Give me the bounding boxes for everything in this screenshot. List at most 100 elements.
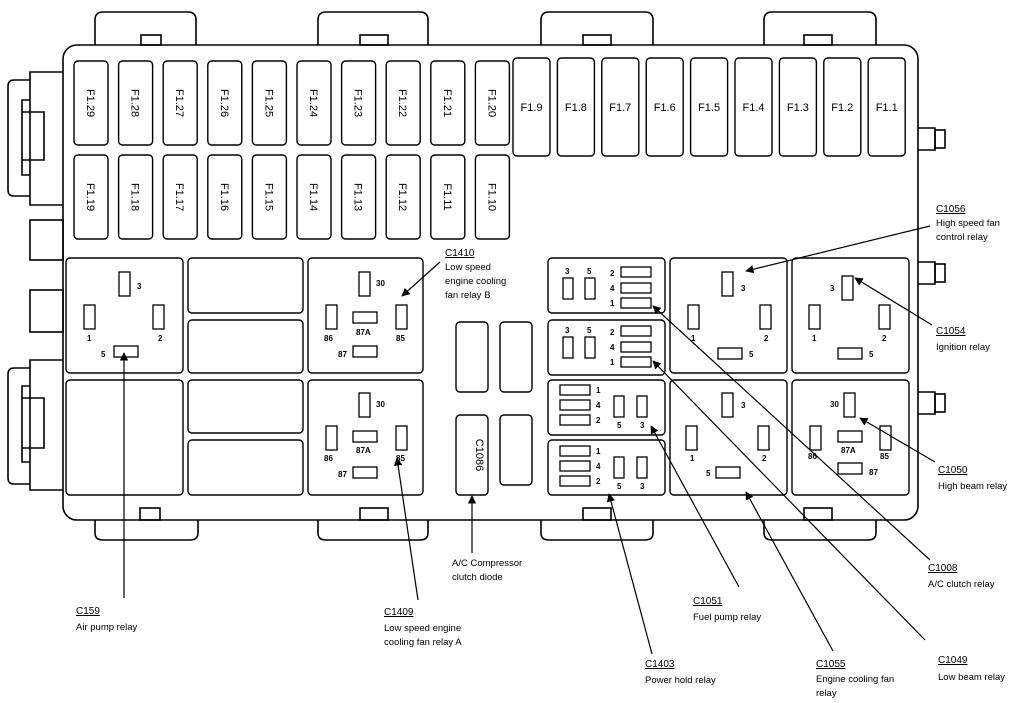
svg-text:85: 85 bbox=[880, 452, 889, 461]
svg-text:clutch diode: clutch diode bbox=[452, 572, 503, 583]
relay-pin-slots bbox=[83, 266, 892, 487]
maxi-fuse: F1.9 bbox=[512, 57, 551, 157]
fuse-label: F1.18 bbox=[129, 183, 141, 211]
callout-leader-lines bbox=[119, 225, 936, 655]
mini-fuse: F1.12 bbox=[385, 154, 421, 240]
maxi-fuse: F1.8 bbox=[556, 57, 596, 157]
mini-fuse: F1.10 bbox=[474, 154, 511, 240]
callout-c1050: C1050 High beam relay bbox=[938, 465, 1007, 492]
maxi-fuse: F1.3 bbox=[778, 57, 818, 157]
svg-text:A/C Compressor: A/C Compressor bbox=[452, 558, 522, 569]
svg-text:87: 87 bbox=[338, 470, 347, 479]
callout-c1049: C1049 Low beam relay bbox=[938, 655, 1005, 683]
svg-text:C1049: C1049 bbox=[938, 655, 968, 666]
mini-fuse: F1.13 bbox=[340, 154, 377, 240]
fuse-label: F1.16 bbox=[218, 183, 230, 211]
svg-text:engine cooling: engine cooling bbox=[445, 276, 506, 287]
fuse-label: F1.11 bbox=[441, 183, 453, 210]
maxi-fuse: F1.6 bbox=[645, 57, 684, 157]
svg-text:fan relay B: fan relay B bbox=[445, 290, 490, 301]
svg-text:2: 2 bbox=[596, 477, 601, 486]
fuse-label: F1.6 bbox=[654, 102, 676, 114]
callout-ac-diode: A/C Compressor clutch diode bbox=[452, 558, 522, 583]
svg-text:Engine cooling fan: Engine cooling fan bbox=[816, 674, 894, 685]
svg-text:1: 1 bbox=[610, 299, 615, 308]
callout-c1051: C1051 Fuel pump relay bbox=[693, 596, 761, 623]
fuse-label: F1.20 bbox=[485, 89, 497, 117]
svg-text:87A: 87A bbox=[356, 328, 371, 337]
fuse-label: F1.23 bbox=[352, 89, 364, 117]
svg-text:4: 4 bbox=[610, 284, 615, 293]
svg-text:Low speed engine: Low speed engine bbox=[384, 623, 461, 634]
callout-c1056: C1056 High speed fan control relay bbox=[936, 204, 1000, 243]
svg-text:30: 30 bbox=[376, 279, 385, 288]
fuse-label: F1.22 bbox=[396, 89, 408, 117]
svg-text:C1008: C1008 bbox=[928, 563, 958, 574]
relay-bays bbox=[65, 257, 910, 496]
ac-compressor-diode: C1086 bbox=[455, 414, 489, 496]
svg-text:C1054: C1054 bbox=[936, 326, 966, 337]
fuse-label: F1.9 bbox=[520, 102, 542, 114]
mini-fuse: F1.26 bbox=[207, 60, 243, 146]
svg-text:4: 4 bbox=[596, 462, 601, 471]
svg-text:87: 87 bbox=[338, 350, 347, 359]
svg-text:1: 1 bbox=[610, 358, 615, 367]
svg-text:3: 3 bbox=[741, 401, 746, 410]
fuse-label: F1.1 bbox=[876, 102, 898, 114]
svg-text:2: 2 bbox=[610, 269, 615, 278]
callout-c1008: C1008 A/C clutch relay bbox=[928, 563, 995, 590]
fuse-label: F1.2 bbox=[831, 102, 853, 114]
svg-text:Low speed: Low speed bbox=[445, 262, 491, 273]
fuse-label: F1.15 bbox=[262, 183, 274, 211]
svg-text:86: 86 bbox=[324, 334, 333, 343]
svg-text:3: 3 bbox=[565, 267, 570, 276]
svg-text:30: 30 bbox=[830, 400, 839, 409]
svg-text:3: 3 bbox=[741, 284, 746, 293]
svg-text:Air pump relay: Air pump relay bbox=[76, 622, 137, 633]
svg-text:C1055: C1055 bbox=[816, 659, 846, 670]
callout-c159: C159 Air pump relay bbox=[76, 606, 137, 633]
svg-text:1: 1 bbox=[596, 447, 601, 456]
svg-text:1: 1 bbox=[812, 334, 817, 343]
fuse-label: F1.8 bbox=[565, 102, 587, 114]
callout-c1055: C1055 Engine cooling fan relay bbox=[816, 659, 894, 699]
svg-text:3: 3 bbox=[565, 326, 570, 335]
svg-text:3: 3 bbox=[640, 482, 645, 491]
svg-text:5: 5 bbox=[587, 267, 592, 276]
maxi-fuse: F1.1 bbox=[867, 57, 906, 157]
mini-fuse: F1.23 bbox=[340, 60, 377, 146]
fuse-label: F1.26 bbox=[218, 89, 230, 117]
svg-text:30: 30 bbox=[376, 400, 385, 409]
svg-text:Fuel pump relay: Fuel pump relay bbox=[693, 612, 761, 623]
callout-c1054: C1054 Ignition relay bbox=[936, 326, 990, 353]
fuse-label: F1.24 bbox=[307, 89, 319, 117]
svg-text:Low beam relay: Low beam relay bbox=[938, 672, 1005, 683]
svg-text:C1051: C1051 bbox=[693, 596, 723, 607]
maxi-fuse: F1.4 bbox=[734, 57, 773, 157]
svg-text:cooling fan relay A: cooling fan relay A bbox=[384, 637, 462, 648]
callout-c1409: C1409 Low speed engine cooling fan relay… bbox=[384, 607, 462, 648]
svg-text:87A: 87A bbox=[841, 446, 856, 455]
mini-fuse: F1.28 bbox=[117, 60, 154, 146]
mini-fuse: F1.18 bbox=[117, 154, 154, 240]
mini-fuse: F1.21 bbox=[430, 60, 466, 146]
fuse-label: F1.25 bbox=[262, 89, 274, 117]
fuse-box-housing bbox=[7, 11, 946, 541]
svg-text:2: 2 bbox=[158, 334, 163, 343]
svg-text:3: 3 bbox=[640, 421, 645, 430]
diode-label: C1086 bbox=[473, 439, 485, 471]
callout-c1403: C1403 Power hold relay bbox=[645, 659, 716, 686]
mini-fuse: F1.14 bbox=[296, 154, 332, 240]
fuse-label: F1.21 bbox=[441, 89, 453, 117]
svg-text:4: 4 bbox=[596, 401, 601, 410]
mini-fuse: F1.19 bbox=[73, 154, 109, 240]
maxi-fuse: F1.7 bbox=[601, 57, 640, 157]
svg-text:5: 5 bbox=[617, 482, 622, 491]
mini-fuse: F1.20 bbox=[474, 60, 511, 146]
svg-text:C1050: C1050 bbox=[938, 465, 968, 476]
svg-text:87: 87 bbox=[869, 468, 878, 477]
svg-text:1: 1 bbox=[691, 334, 696, 343]
